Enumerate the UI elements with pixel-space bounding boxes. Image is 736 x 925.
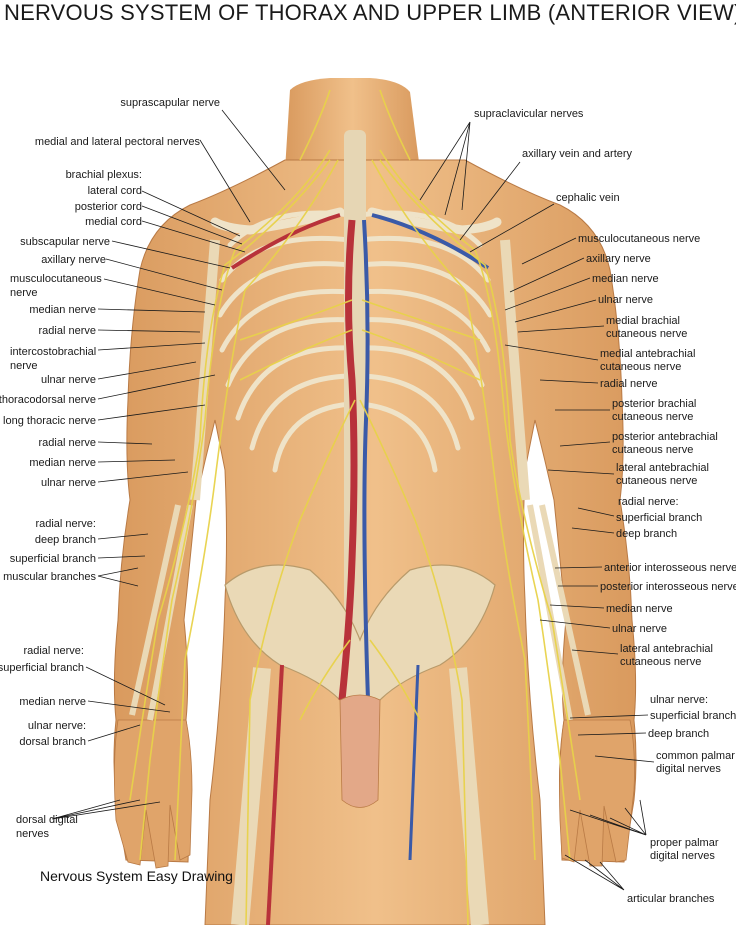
right-leg-vein xyxy=(408,664,420,861)
label-proper-palmar-2: digital nerves xyxy=(650,850,715,862)
label-median-left-1: median nerve xyxy=(29,304,96,316)
label-medial-brachial-2: cutaneous nerve xyxy=(606,328,687,340)
label-radial-sup-right-1: radial nerve: xyxy=(618,496,679,508)
label-axillary-right: axillary nerve xyxy=(586,253,651,265)
label-lateral-antebrachial-1: lateral antebrachial xyxy=(616,462,709,474)
label-medial-antebrachial-2: cutaneous nerve xyxy=(600,361,681,373)
label-dorsal-digital-1: dorsal digital xyxy=(16,814,78,826)
label-radial-sup-right-2: superficial branch xyxy=(616,512,702,524)
neck xyxy=(285,78,420,170)
label-radial-sup-left-2: superficial branch xyxy=(0,662,84,674)
label-intercostobrachial-2: nerve xyxy=(10,360,38,372)
caption-text: Nervous System Easy Drawing xyxy=(40,868,233,884)
label-lateral-cord: lateral cord xyxy=(88,185,142,197)
leader-lines xyxy=(51,109,655,891)
body-illustration xyxy=(113,78,637,925)
label-cephalic-vein: cephalic vein xyxy=(556,192,620,204)
torso-silhouette xyxy=(113,159,637,925)
nerve-network xyxy=(129,89,581,925)
label-radial-left-1: radial nerve xyxy=(39,325,96,337)
label-muscular-branches: muscular branches xyxy=(3,571,96,583)
left-femur xyxy=(231,667,271,925)
label-ulnar-right-2: ulnar nerve xyxy=(612,623,667,635)
label-posterior-brachial-1: posterior brachial xyxy=(612,398,696,410)
label-ulnar-right-1: ulnar nerve xyxy=(598,294,653,306)
label-radial-deep-1: radial nerve: xyxy=(35,518,96,530)
left-leg-artery xyxy=(266,664,284,925)
label-medial-brachial-1: medial brachial xyxy=(606,315,680,327)
left-hand xyxy=(114,719,193,869)
genital-region xyxy=(339,694,381,808)
label-thoracodorsal: thoracodorsal nerve xyxy=(0,394,96,406)
pelvis xyxy=(224,564,496,701)
label-axillary-vein: axillary vein and artery xyxy=(522,148,633,160)
label-posterior-brachial-2: cutaneous nerve xyxy=(612,411,693,423)
label-median-right-2: median nerve xyxy=(606,603,673,615)
label-median-left-3: median nerve xyxy=(19,696,86,708)
label-radial-right-1: radial nerve xyxy=(600,378,657,390)
label-lateral-antebrachial-2: cutaneous nerve xyxy=(616,475,697,487)
label-ulnar-left-1: ulnar nerve xyxy=(41,374,96,386)
label-axillary-left: axillary nerve xyxy=(41,254,106,266)
label-medial-antebrachial-1: medial antebrachial xyxy=(600,348,695,360)
labels-left: suprascapular nerve medial and lateral p… xyxy=(0,97,220,840)
label-median-left-2: median nerve xyxy=(29,457,96,469)
label-posterior-antebrachial-1: posterior antebrachial xyxy=(612,431,718,443)
label-musculocutaneous-left: musculocutaneous xyxy=(10,273,102,285)
label-common-palmar-1: common palmar xyxy=(656,750,735,762)
label-medial-cord: medial cord xyxy=(85,216,142,228)
aorta xyxy=(338,219,358,701)
right-axillary-vessels xyxy=(371,213,490,270)
right-clavicle xyxy=(367,207,502,235)
label-subscapular: subscapular nerve xyxy=(20,236,110,248)
label-anterior-interosseous: anterior interosseous nerve xyxy=(604,562,736,574)
label-ulnar-sup-right-1: ulnar nerve: xyxy=(650,694,708,706)
label-pectoral: medial and lateral pectoral nerves xyxy=(35,136,201,148)
label-ulnar-dorsal-1: ulnar nerve: xyxy=(28,720,86,732)
label-lateral-antebrachial-b1: lateral antebrachial xyxy=(620,643,713,655)
label-deep-branch-right-1: deep branch xyxy=(616,528,677,540)
label-proper-palmar-1: proper palmar xyxy=(650,837,719,849)
vena-cava xyxy=(362,219,370,701)
label-musculocutaneous-right: musculocutaneous nerve xyxy=(578,233,700,245)
label-posterior-antebrachial-2: cutaneous nerve xyxy=(612,444,693,456)
label-intercostobrachial: intercostobrachial xyxy=(10,346,96,358)
label-superficial-branch-left: superficial branch xyxy=(10,553,96,565)
label-musculocutaneous-left-2: nerve xyxy=(10,287,38,299)
label-brachial-plexus: brachial plexus: xyxy=(66,169,142,181)
label-radial-sup-left-1: radial nerve: xyxy=(23,645,84,657)
label-radial-deep-2: deep branch xyxy=(35,534,96,546)
right-humerus xyxy=(500,239,530,501)
label-ulnar-left-2: ulnar nerve xyxy=(41,477,96,489)
label-median-right-1: median nerve xyxy=(592,273,659,285)
label-lateral-antebrachial-b2: cutaneous nerve xyxy=(620,656,701,668)
label-posterior-cord: posterior cord xyxy=(75,201,142,213)
page-title: NERVOUS SYSTEM OF THORAX AND UPPER LIMB … xyxy=(4,0,736,25)
label-articular-branches: articular branches xyxy=(627,893,715,905)
label-ulnar-dorsal-2: dorsal branch xyxy=(19,736,86,748)
label-posterior-interosseous: posterior interosseous nerve xyxy=(600,581,736,593)
left-clavicle xyxy=(210,207,345,235)
labels-right: supraclavicular nerves axillary vein and… xyxy=(474,108,736,905)
label-radial-left-2: radial nerve xyxy=(39,437,96,449)
left-axillary-vessels xyxy=(230,213,341,270)
label-suprascapular: suprascapular nerve xyxy=(120,97,220,109)
label-common-palmar-2: digital nerves xyxy=(656,763,721,775)
label-long-thoracic: long thoracic nerve xyxy=(3,415,96,427)
label-dorsal-digital-2: nerves xyxy=(16,828,50,840)
label-supraclavicular: supraclavicular nerves xyxy=(474,108,584,120)
label-ulnar-sup-right-2: superficial branch xyxy=(650,710,736,722)
label-deep-branch-right-2: deep branch xyxy=(648,728,709,740)
